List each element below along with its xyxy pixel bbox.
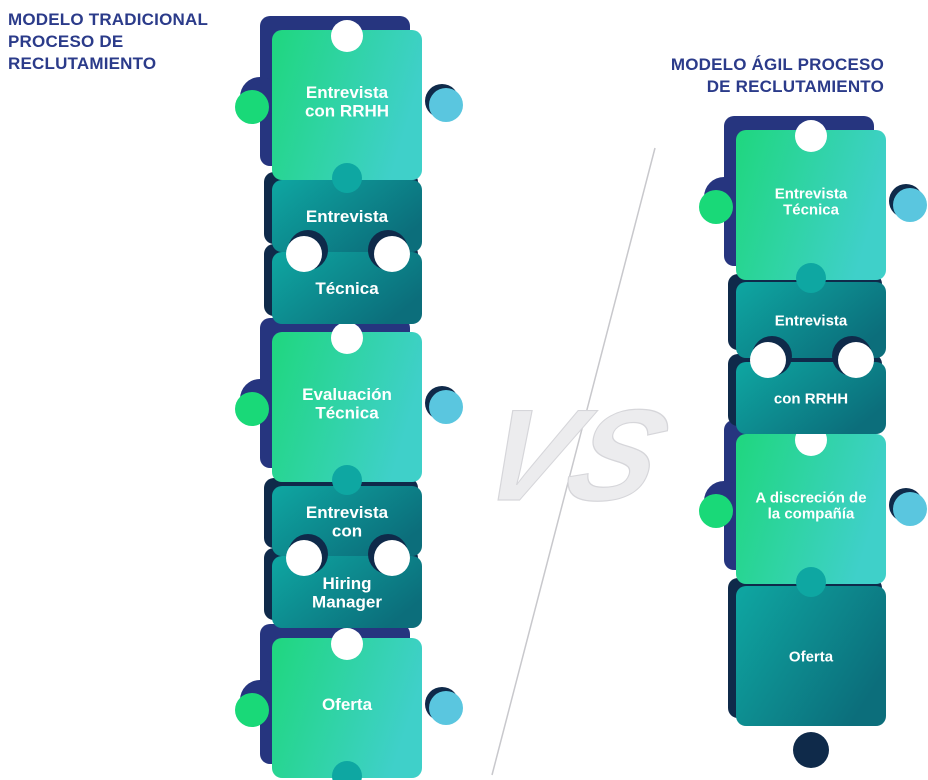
traditional-step-4-label-line-1: Evaluación (302, 385, 392, 404)
traditional-title-line-2: PROCESO DE (8, 32, 124, 51)
traditional-step-1-left-knob (235, 90, 269, 124)
traditional-step-5-label-line-1: Entrevista (306, 503, 389, 522)
traditional-step-7: Oferta (235, 624, 463, 780)
traditional-step-7-bottom-knob (332, 761, 362, 780)
agile-step-4-label-line-2: la compañía (768, 506, 855, 523)
traditional-title-line-1: MODELO TRADICIONAL (8, 10, 209, 29)
traditional-step-1-right-knob (429, 88, 463, 122)
traditional-step-3-label-line-1: Técnica (315, 279, 379, 298)
traditional-step-4-label-line-2: Técnica (315, 403, 379, 422)
agile-step-2: Entrevista (728, 274, 886, 378)
traditional-step-2-label-line-1: Entrevista (306, 207, 389, 226)
agile-step-1-left-knob (699, 190, 733, 224)
agile-step-4-bottom-knob (796, 567, 826, 597)
traditional-step-4-top-notch (331, 322, 363, 354)
agile-step-1-right-knob (893, 188, 927, 222)
traditional-step-2-knob-right (374, 236, 410, 272)
traditional-step-5-knob-left (286, 540, 322, 576)
agile-bottom-tail-knob (793, 732, 829, 768)
traditional-step-1-label-line-2: con RRHH (305, 101, 389, 120)
versus-divider-line (491, 147, 656, 776)
traditional-step-2-knob-left (286, 236, 322, 272)
traditional-step-7-right-knob (429, 691, 463, 725)
traditional-step-4-right-knob (429, 390, 463, 424)
traditional-step-1-body (272, 30, 422, 180)
traditional-step-1-bottom-knob (332, 163, 362, 193)
traditional-step-2: Entrevista (264, 172, 422, 272)
agile-title-line-2: DE RECLUTAMIENTO (706, 77, 884, 96)
traditional-step-6-label-line-2: Manager (312, 592, 382, 611)
agile-step-1-label-line-2: Técnica (783, 202, 840, 219)
traditional-step-6-label-line-1: Hiring (322, 574, 371, 593)
agile-step-1-top-notch (795, 120, 827, 152)
traditional-step-7-top-notch (331, 628, 363, 660)
traditional-title-line-3: RECLUTAMIENTO (8, 54, 157, 73)
agile-step-4-left-knob (699, 494, 733, 528)
agile-step-4-body (736, 434, 886, 584)
agile-step-5-body (736, 586, 886, 726)
agile-title: MODELO ÁGIL PROCESO DE RECLUTAMIENTO (624, 54, 884, 98)
traditional-column: OfertaHiringManagerEntrevistaconEvaluaci… (235, 16, 463, 780)
agile-step-1-bottom-knob (796, 263, 826, 293)
agile-step-1-body (736, 130, 886, 280)
agile-step-3-body (736, 362, 886, 434)
traditional-step-1-label-line-1: Entrevista (306, 83, 389, 102)
agile-step-2-knob-right (838, 342, 874, 378)
agile-step-3-label-line-1: con RRHH (774, 390, 848, 407)
agile-step-4-right-knob (893, 492, 927, 526)
versus-text: VS (464, 383, 685, 528)
traditional-step-4-left-knob (235, 392, 269, 426)
traditional-step-5-knob-right (374, 540, 410, 576)
traditional-step-7-label-line-1: Oferta (322, 695, 373, 714)
agile-step-1-label-line-1: Entrevista (775, 185, 848, 202)
traditional-step-4-body (272, 332, 422, 482)
agile-title-line-1: MODELO ÁGIL PROCESO (670, 55, 884, 74)
traditional-step-5-label-line-2: con (332, 521, 362, 540)
agile-step-2-label-line-1: Entrevista (775, 312, 848, 329)
traditional-step-7-body (272, 638, 422, 778)
traditional-step-1-top-notch (331, 20, 363, 52)
traditional-step-7-left-knob (235, 693, 269, 727)
agile-step-4-label-line-1: A discreción de (755, 489, 866, 506)
agile-step-2-knob-left (750, 342, 786, 378)
traditional-title: MODELO TRADICIONAL PROCESO DE RECLUTAMIE… (8, 9, 258, 75)
agile-step-5-label-line-1: Oferta (789, 648, 834, 665)
agile-step-5: Oferta (728, 578, 886, 726)
traditional-step-4-bottom-knob (332, 465, 362, 495)
